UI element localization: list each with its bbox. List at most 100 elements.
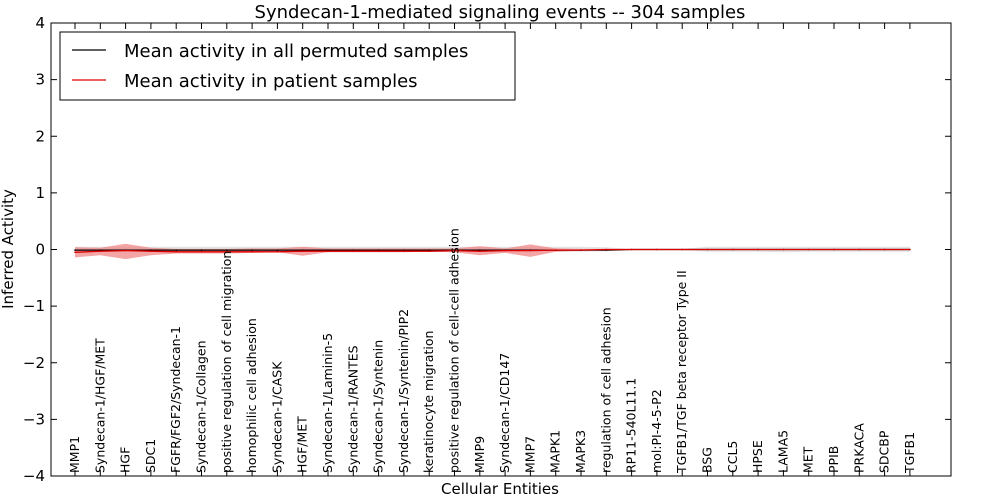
data-point-1-23: [656, 248, 658, 251]
data-point-1-26: [732, 248, 734, 251]
series-line-1: [74, 248, 910, 253]
x-tick-label: MAPK1: [548, 430, 563, 473]
data-point-0-4: [175, 249, 177, 251]
x-tick-label: HPSE: [750, 440, 765, 473]
legend-label-patient: Mean activity in patient samples: [124, 71, 418, 92]
x-tick-label: Syndecan-1/Syntenin/PIP2: [396, 309, 411, 473]
y-tick-label: −1: [23, 297, 45, 315]
data-point-1-28: [782, 248, 785, 251]
y-tick-label: 4: [35, 14, 45, 32]
y-tick-label: −3: [23, 410, 45, 428]
data-point-1-11: [352, 250, 355, 252]
data-point-1-15: [453, 249, 456, 252]
legend: Mean activity in all permuted samples Me…: [59, 31, 516, 101]
data-point-1-16: [479, 250, 481, 252]
x-tick-label: HGF: [118, 447, 133, 473]
x-tick-label: LAMA5: [775, 430, 790, 473]
x-tick-label: HGF/MET: [295, 416, 310, 473]
x-tick-label: regulation of cell adhesion: [598, 307, 613, 473]
data-point-0-0: [74, 249, 76, 251]
data-point-0-5: [200, 249, 203, 251]
data-point-0-1: [99, 249, 102, 251]
data-point-0-16: [479, 249, 481, 251]
data-point-1-9: [301, 250, 304, 252]
y-tick-label: 1: [35, 184, 45, 202]
data-point-1-27: [757, 248, 759, 251]
y-tick-label: 0: [35, 241, 45, 259]
plot-frame: [50, 22, 952, 477]
y-axis-label: Inferred Activity: [0, 189, 17, 309]
data-point-1-31: [858, 248, 861, 251]
x-tick-label: Syndecan-1/Collagen: [194, 340, 209, 473]
y-ticks: 4 3 2 1 0 −1 −2 −3 −4: [23, 14, 951, 485]
data-point-1-14: [428, 250, 431, 252]
x-tick-label: PPIB: [826, 446, 841, 473]
data-point-0-6: [226, 249, 228, 251]
data-point-1-1: [99, 250, 102, 252]
x-tick-label: homophilic cell adhesion: [244, 318, 259, 473]
data-point-0-10: [327, 249, 329, 251]
data-point-1-17: [504, 249, 506, 252]
x-tick-label: Syndecan-1/RANTES: [345, 345, 360, 473]
x-tick-label: TGFB1/TGF beta receptor Type II: [674, 270, 689, 474]
data-point-1-7: [251, 251, 253, 253]
legend-box: [59, 31, 516, 101]
data-point-1-24: [681, 248, 683, 251]
y-tick-label: 3: [35, 71, 45, 89]
x-axis-label: Cellular Entities: [441, 480, 559, 498]
data-point-1-2: [124, 249, 127, 252]
data-point-0-13: [403, 249, 405, 251]
x-tick-label: CCL5: [725, 441, 740, 473]
data-point-1-12: [377, 250, 380, 252]
x-tick-label: MMP1: [67, 436, 82, 473]
y-tick-label: 2: [35, 127, 45, 145]
data-point-0-12: [377, 249, 380, 251]
x-tick-label: positive regulation of cell-cell adhesio…: [447, 228, 462, 473]
data-point-1-4: [175, 251, 177, 253]
data-point-1-0: [74, 251, 76, 254]
x-tick-label: Syndecan-1/Laminin-5: [320, 333, 335, 473]
data-point-1-3: [150, 250, 152, 252]
data-point-1-13: [403, 250, 405, 252]
series-lines: [74, 248, 911, 254]
x-tick-label: MET: [801, 446, 816, 473]
x-tick-label: BSG: [700, 447, 715, 473]
data-point-0-7: [251, 249, 253, 251]
x-tick-label: RP11-540L11.1: [624, 378, 639, 473]
x-tick-label: Syndecan-1/Syntenin: [371, 340, 386, 473]
legend-label-permuted: Mean activity in all permuted samples: [124, 41, 468, 62]
data-point-1-29: [807, 248, 810, 251]
x-tick-label: Syndecan-1/CD147: [497, 353, 512, 473]
x-tick-label: keratinocyte migration: [421, 331, 436, 473]
data-point-1-21: [605, 248, 608, 251]
x-tick-label: TGFB1: [902, 432, 917, 474]
data-point-1-10: [327, 250, 329, 252]
data-point-1-32: [883, 248, 886, 251]
data-point-1-22: [630, 248, 633, 251]
data-point-1-33: [909, 248, 911, 251]
x-tick-label: Syndecan-1/CASK: [269, 361, 284, 473]
x-tick-label: MAPK3: [573, 430, 588, 473]
x-tick-label: MMP7: [522, 436, 537, 473]
data-point-1-19: [554, 249, 557, 251]
x-tick-label: SDC1: [143, 439, 158, 473]
y-tick-label: −4: [23, 467, 45, 485]
x-tick-label: MMP9: [472, 436, 487, 473]
x-tick-label: Syndecan-1/HGF/MET: [92, 338, 107, 473]
data-point-1-20: [580, 249, 582, 251]
data-point-0-14: [428, 249, 431, 251]
data-point-0-8: [276, 249, 279, 251]
x-tick-label: PRKACA: [851, 423, 866, 473]
data-point-0-3: [150, 249, 152, 251]
data-point-0-9: [301, 249, 304, 251]
y-tick-label: −2: [23, 354, 45, 372]
x-tick-label: positive regulation of cell migration: [219, 251, 234, 473]
data-point-1-18: [529, 249, 532, 252]
data-point-1-25: [706, 248, 709, 251]
data-point-1-30: [833, 248, 835, 251]
x-tick-label: mol:PI-4-5-P2: [649, 389, 664, 473]
data-point-1-8: [276, 251, 279, 253]
data-point-1-6: [226, 251, 228, 253]
